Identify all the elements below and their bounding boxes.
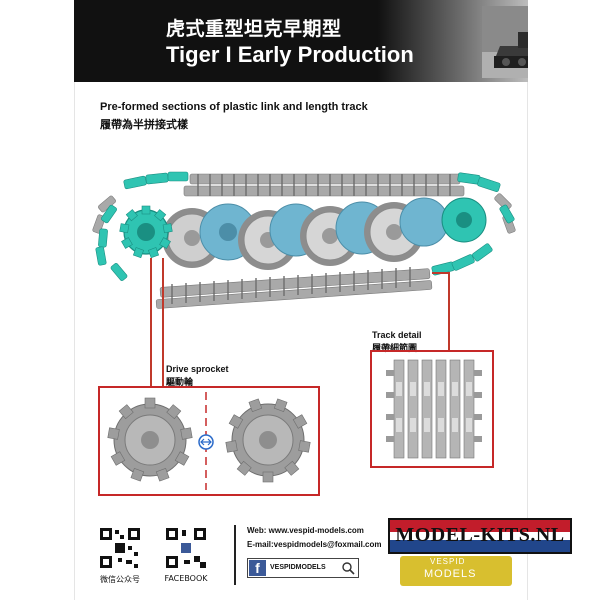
sprocket-detail-drawing <box>107 392 311 490</box>
footer-divider <box>234 525 236 585</box>
sprocket-callout-line-right <box>162 258 164 386</box>
title-chinese: 虎式重型坦克早期型 <box>166 18 342 40</box>
website-text[interactable]: Web: www.vespid-models.com <box>247 526 364 535</box>
lower-track-run <box>95 243 493 309</box>
track-callout-line-side <box>432 272 448 274</box>
subheading-english: Pre-formed sections of plastic link and … <box>100 101 368 113</box>
track-detail-drawing <box>386 359 482 459</box>
header-banner: 虎式重型坦克早期型 Tiger I Early Production <box>74 0 528 82</box>
track-callout-line-top <box>448 272 450 350</box>
upper-track-run <box>92 171 516 248</box>
facebook-qr-code-icon[interactable] <box>164 526 208 570</box>
track-exploded-diagram <box>92 171 516 309</box>
wechat-label: 微信公众号 <box>100 575 140 584</box>
vespid-logo-text: MODELS <box>424 568 477 580</box>
facebook-handle: VESPIDMODELS <box>270 564 326 571</box>
tank-photo <box>482 6 528 78</box>
diagram-drive-sprocket <box>119 205 173 259</box>
sprocket-part-a <box>107 397 193 482</box>
flag-blue-band <box>390 540 570 552</box>
subheading-chinese: 履帶為半拼接式樣 <box>100 118 188 131</box>
sprocket-callout-line-left <box>150 258 152 386</box>
vespid-logo <box>400 556 512 586</box>
sprocket-part-b <box>225 398 311 483</box>
email-text[interactable]: E-mail:vespidmodels@foxmail.com <box>247 540 382 549</box>
facebook-search-bar[interactable]: f VESPIDMODELS <box>247 558 359 578</box>
track-detail-label-cn: 履帶細節圖 <box>372 344 418 354</box>
facebook-label: FACEBOOK <box>164 574 208 583</box>
model-kits-watermark: MODEL-KITS.NL <box>388 518 572 554</box>
drive-sprocket-label-cn: 驅動輪 <box>166 378 194 388</box>
page-border-right <box>527 82 528 600</box>
arrow-icon <box>198 434 214 450</box>
search-icon[interactable] <box>341 561 355 575</box>
title-english: Tiger I Early Production <box>166 42 414 67</box>
drive-sprocket-label: Drive sprocket <box>166 364 229 374</box>
track-detail-label: Track detail <box>372 330 422 340</box>
flag-red-band <box>390 520 570 532</box>
road-wheels <box>162 197 487 270</box>
drive-sprocket-detail-box <box>98 386 320 496</box>
track-detail-box <box>370 350 494 468</box>
vespid-logo-top: VESPID <box>430 557 466 566</box>
page-border-left <box>74 82 75 600</box>
facebook-icon: f <box>249 560 266 576</box>
qr-code-icon[interactable] <box>98 526 142 570</box>
watermark-text: MODEL-KITS.NL <box>395 524 565 546</box>
